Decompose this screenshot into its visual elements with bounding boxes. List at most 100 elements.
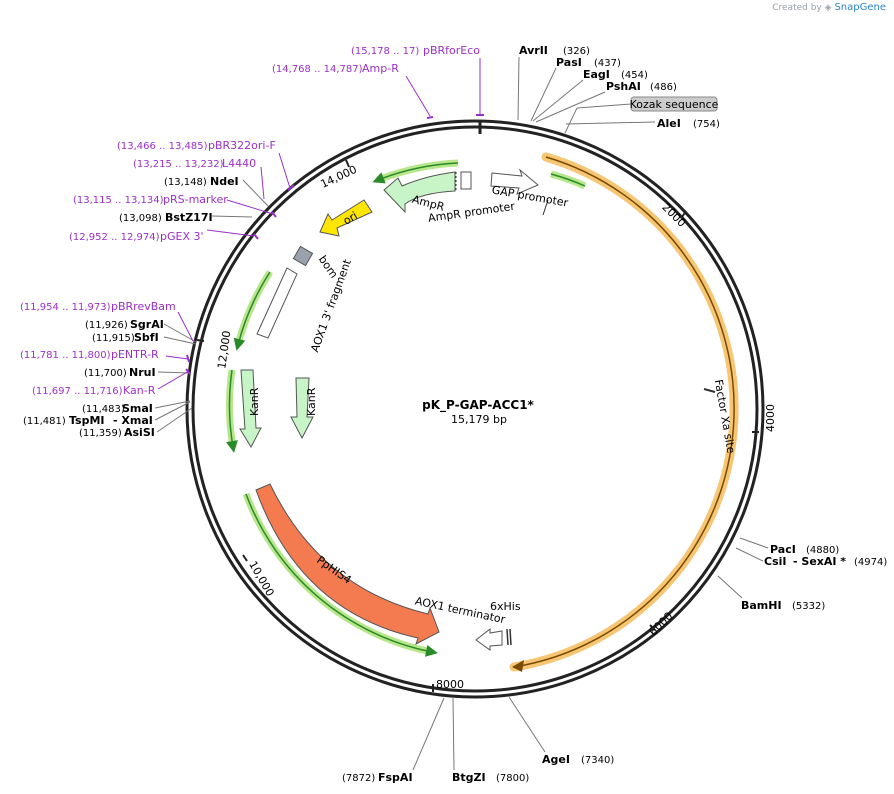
mark-prs bbox=[271, 211, 277, 218]
gap-promoter-leader bbox=[542, 199, 549, 216]
his6-mark-a bbox=[506, 628, 509, 646]
plasmid-length: 15,179 bp bbox=[451, 413, 507, 426]
leader-avrii bbox=[517, 56, 520, 121]
leader-btgzi bbox=[452, 697, 455, 771]
kozak-label[interactable]: Kozak sequence bbox=[630, 96, 719, 112]
snapgene-logo-icon: ◈ bbox=[824, 3, 832, 13]
primer-l4440-pos: (13,215 .. 13,232) bbox=[133, 159, 224, 170]
leader-sbfi bbox=[163, 336, 197, 345]
enzyme-pasi-pos: (437) bbox=[594, 58, 621, 69]
leader-paci bbox=[739, 537, 769, 549]
tick-14000: 14,000 bbox=[318, 163, 358, 191]
primer-arc-his4-line bbox=[245, 493, 438, 657]
leader-pbrrevbam bbox=[177, 311, 194, 342]
enzyme-paci[interactable]: PacI bbox=[770, 543, 796, 556]
snapgene-credit: Created by ◈ SnapGene bbox=[772, 2, 886, 13]
enzyme-ndei-pos: (13,148) bbox=[164, 177, 207, 188]
enzyme-pshai[interactable]: PshAI bbox=[606, 80, 641, 93]
kanr-label-2: KanR bbox=[305, 387, 318, 416]
primer-pbrrevbam-pos: (11,954 .. 11,973) bbox=[20, 302, 111, 313]
kozak-leader-b bbox=[564, 107, 578, 134]
enzyme-csii[interactable]: CsiI bbox=[764, 555, 786, 568]
enzyme-btgzi-pos: (7800) bbox=[496, 773, 529, 784]
primer-prs[interactable]: pRS-marker bbox=[163, 193, 228, 206]
primer-l4440[interactable]: L4440 bbox=[222, 157, 256, 170]
tick-10000-mark bbox=[242, 554, 248, 562]
leader-smai bbox=[154, 400, 191, 409]
primer-kanr-pos: (11,697 .. 11,716) bbox=[32, 386, 123, 397]
enzyme-fspai[interactable]: FspAI bbox=[378, 771, 413, 784]
his6-mark-b bbox=[509, 628, 512, 646]
pphis4-arrow bbox=[255, 483, 440, 646]
kanr-arrow-1 bbox=[239, 369, 262, 449]
enzyme-tspmi-pos: (11,481) bbox=[23, 416, 66, 427]
enzyme-btgzi[interactable]: BtgZI bbox=[452, 771, 486, 784]
leader-pgex bbox=[206, 229, 255, 237]
enzyme-eagi-pos: (454) bbox=[621, 70, 648, 81]
ampr-arrow bbox=[383, 171, 456, 214]
leader-pentr bbox=[165, 355, 189, 360]
leader-pshai bbox=[535, 91, 606, 123]
ori-label: ori bbox=[341, 209, 360, 227]
ampr-promoter-box bbox=[460, 171, 472, 190]
enzyme-alei[interactable]: AleI bbox=[657, 117, 681, 130]
primer-arc-kan1-line bbox=[233, 271, 271, 351]
enzyme-bamhi[interactable]: BamHI bbox=[741, 599, 782, 612]
tick-8000: 8000 bbox=[436, 678, 464, 691]
leader-tspmi bbox=[154, 401, 191, 421]
enzyme-agei-pos: (7340) bbox=[581, 755, 614, 766]
enzyme-tspmi[interactable]: TspMI bbox=[69, 414, 105, 427]
gap-promoter-arrow bbox=[490, 168, 539, 195]
primer-pbrrevbam[interactable]: pBRrevBam bbox=[111, 300, 176, 313]
mark-kanr bbox=[185, 368, 191, 375]
credit-app: SnapGene bbox=[834, 2, 886, 13]
enzyme-pshai-pos: (486) bbox=[650, 82, 677, 93]
primer-pentr-pos: (11,781 .. 11,800) bbox=[20, 350, 111, 361]
tick-6000-mark bbox=[649, 624, 656, 631]
enzyme-pasi[interactable]: PasI bbox=[556, 56, 582, 69]
enzyme-fspai-pos: (7872) bbox=[342, 773, 375, 784]
enzyme-sexai[interactable]: - SexAI * bbox=[793, 555, 846, 568]
leader-bamhi bbox=[717, 575, 743, 599]
his6-label: 6xHis bbox=[490, 600, 521, 613]
primer-kanr[interactable]: Kan-R bbox=[123, 384, 156, 397]
leader-fspai bbox=[412, 697, 445, 771]
aox1-3-fragment bbox=[256, 267, 298, 339]
backbone-outer bbox=[185, 119, 765, 699]
enzyme-sexai-pos: (4974) bbox=[854, 557, 887, 568]
acc1-arc bbox=[509, 152, 739, 672]
leader-ampr bbox=[405, 75, 431, 117]
enzyme-eagi[interactable]: EagI bbox=[583, 68, 610, 81]
primer-arc-gap-line bbox=[550, 173, 586, 187]
leader-alei bbox=[565, 121, 656, 125]
enzyme-nrui-pos: (11,700) bbox=[84, 368, 127, 379]
leader-pbr322ori bbox=[278, 152, 291, 189]
leader-asisi bbox=[156, 407, 193, 433]
primer-pentr[interactable]: pENTR-R bbox=[111, 348, 159, 361]
enzyme-xmai[interactable]: - XmaI bbox=[113, 414, 153, 427]
leader-pasi bbox=[530, 67, 557, 122]
enzyme-nrui[interactable]: NruI bbox=[129, 366, 156, 379]
mark-pbr322ori bbox=[287, 184, 295, 191]
primer-ampr[interactable]: Amp-R bbox=[362, 62, 399, 75]
tick-14000-mark bbox=[345, 159, 350, 168]
enzyme-bstz17i-pos: (13,098) bbox=[119, 213, 162, 224]
factor-xa-mark bbox=[703, 388, 716, 393]
kozak-leader bbox=[576, 103, 632, 109]
enzyme-bstz17i[interactable]: BstZ17I bbox=[165, 211, 213, 224]
enzyme-asisi[interactable]: AsiSI bbox=[124, 426, 155, 439]
enzyme-ndei[interactable]: NdeI bbox=[210, 175, 239, 188]
primer-pgex[interactable]: pGEX 3' bbox=[160, 230, 204, 243]
primer-pbr322ori[interactable]: pBR322ori-F bbox=[208, 139, 276, 152]
enzyme-sgrai[interactable]: SgrAI bbox=[130, 318, 164, 331]
enzyme-sbfi[interactable]: SbfI bbox=[134, 331, 159, 344]
enzyme-avrii[interactable]: AvrII bbox=[519, 44, 548, 57]
enzyme-smai-pos: (11,483) bbox=[82, 404, 125, 415]
leader-prs bbox=[226, 199, 274, 215]
enzyme-agei[interactable]: AgeI bbox=[542, 753, 570, 766]
leader-csii bbox=[735, 547, 764, 562]
primer-ampr-pos: (14,768 .. 14,787) bbox=[272, 64, 363, 75]
primer-arc-kan2-line bbox=[226, 369, 238, 453]
enzyme-smai[interactable]: SmaI bbox=[122, 402, 153, 415]
primer-pbrforeco[interactable]: pBRforEco bbox=[423, 44, 480, 57]
